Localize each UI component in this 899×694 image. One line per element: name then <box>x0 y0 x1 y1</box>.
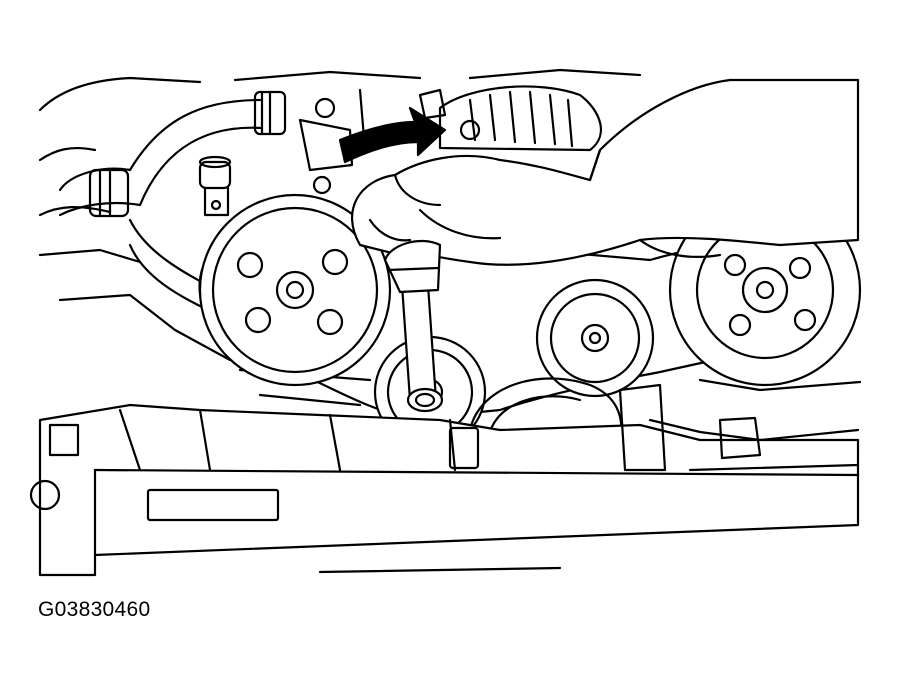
idler-pulley-center <box>535 278 655 398</box>
wrench <box>383 240 444 413</box>
temperature-sensor <box>198 155 232 217</box>
water-pump-pulley <box>198 193 392 387</box>
hand <box>350 78 860 266</box>
coolant-hose <box>58 90 287 322</box>
alternator <box>418 85 602 152</box>
figure-code: G03830460 <box>38 598 151 621</box>
bracket-bolt <box>298 97 354 195</box>
radiator <box>29 383 860 577</box>
rotation-arrow-icon <box>338 106 447 164</box>
